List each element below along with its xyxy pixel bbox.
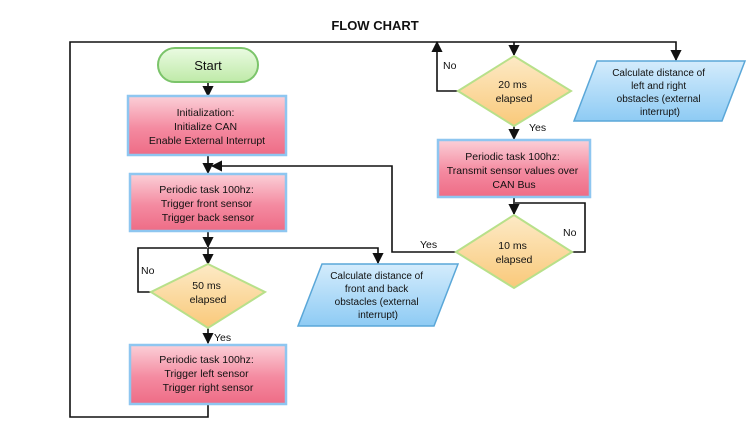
node-calc-front-back-line-4: interrupt) — [358, 310, 398, 321]
node-task-transmit-line-3: CAN Bus — [492, 179, 535, 191]
svg-text:Calculate distance of fr: Calculate distance of front and back obs… — [330, 271, 426, 321]
node-calc-left-right-line-1: Calculate distance of — [612, 68, 705, 79]
label-no-10: No — [563, 227, 577, 239]
edge-50-no-loop — [137, 247, 207, 293]
edge-10-yes — [210, 160, 456, 253]
node-task-transmit: Periodic task 100hz: Transmit sensor val… — [436, 138, 592, 199]
svg-text:50 ms elapsed: 50 ms elapsed — [190, 280, 227, 306]
node-task-transmit-line-1: Periodic task 100hz: — [465, 151, 560, 163]
node-decision-20ms: 20 ms elapsed — [456, 54, 573, 128]
node-init-line-3: Enable External Interrupt — [149, 135, 265, 147]
node-task-left-right-line-2: Trigger left sensor — [164, 368, 249, 380]
node-task-front-back-line-2: Trigger front sensor — [161, 198, 253, 210]
node-task-front-back: Periodic task 100hz: Trigger front senso… — [128, 172, 288, 233]
node-calc-left-right: Calculate distance of left and right obs… — [572, 60, 747, 122]
node-init: Initialization: Initialize CAN Enable Ex… — [126, 94, 288, 157]
node-init-line-1: Initialization: — [177, 107, 235, 119]
node-calc-front-back: Calculate distance of front and back obs… — [296, 263, 460, 327]
chart-title: FLOW CHART — [331, 18, 418, 33]
node-decision-10ms-line-1: 10 ms — [498, 240, 527, 252]
node-decision-10ms: 10 ms elapsed — [454, 213, 574, 290]
edge-20-no-loop — [431, 40, 458, 92]
svg-text:10 ms elapsed: 10 ms elapsed — [496, 240, 533, 266]
node-decision-50ms-line-2: elapsed — [190, 294, 227, 306]
node-task-left-right: Periodic task 100hz: Trigger left sensor… — [128, 343, 288, 406]
node-start: Start — [157, 47, 259, 83]
svg-text:Periodic task 100hz: Tri: Periodic task 100hz: Trigger front senso… — [159, 184, 256, 224]
node-init-line-2: Initialize CAN — [174, 121, 237, 133]
node-decision-50ms: 50 ms elapsed — [148, 262, 268, 330]
label-yes-10: Yes — [420, 239, 437, 251]
edge-junction-calc — [208, 247, 384, 265]
node-calc-left-right-line-2: left and right — [631, 81, 686, 92]
node-decision-20ms-line-2: elapsed — [496, 93, 533, 105]
node-decision-10ms-line-2: elapsed — [496, 254, 533, 266]
svg-text:20 ms elapsed: 20 ms elapsed — [496, 79, 533, 105]
node-task-front-back-line-3: Trigger back sensor — [162, 212, 255, 224]
node-decision-50ms-line-1: 50 ms — [192, 280, 221, 292]
node-task-front-back-line-1: Periodic task 100hz: — [159, 184, 254, 196]
label-no-20: No — [443, 60, 457, 72]
node-task-left-right-line-3: Trigger right sensor — [163, 382, 254, 394]
node-calc-front-back-line-2: front and back — [345, 284, 409, 295]
svg-text:Calculate distance of le: Calculate distance of left and right obs… — [612, 68, 708, 118]
svg-text:Periodic task 100hz: Tra: Periodic task 100hz: Transmit sensor val… — [447, 151, 581, 191]
node-calc-front-back-line-3: obstacles (external — [335, 297, 419, 308]
node-calc-left-right-line-3: obstacles (external — [617, 94, 701, 105]
edge-main-loop — [69, 41, 682, 418]
node-decision-20ms-line-1: 20 ms — [498, 79, 527, 91]
label-yes-20: Yes — [529, 122, 546, 134]
node-start-label: Start — [194, 58, 222, 73]
label-yes-50: Yes — [214, 332, 231, 344]
edge-10-no-loop — [515, 202, 586, 253]
svg-text:Periodic task 100hz: Tri: Periodic task 100hz: Trigger left sensor… — [159, 354, 256, 394]
node-calc-front-back-line-1: Calculate distance of — [330, 271, 423, 282]
node-calc-left-right-line-4: interrupt) — [640, 107, 680, 118]
label-no-50: No — [141, 265, 155, 277]
node-task-transmit-line-2: Transmit sensor values over — [447, 165, 579, 177]
node-task-left-right-line-1: Periodic task 100hz: — [159, 354, 254, 366]
svg-text:Initialization: Initiali: Initialization: Initialize CAN Enable Ex… — [149, 107, 265, 147]
edges — [69, 40, 682, 418]
